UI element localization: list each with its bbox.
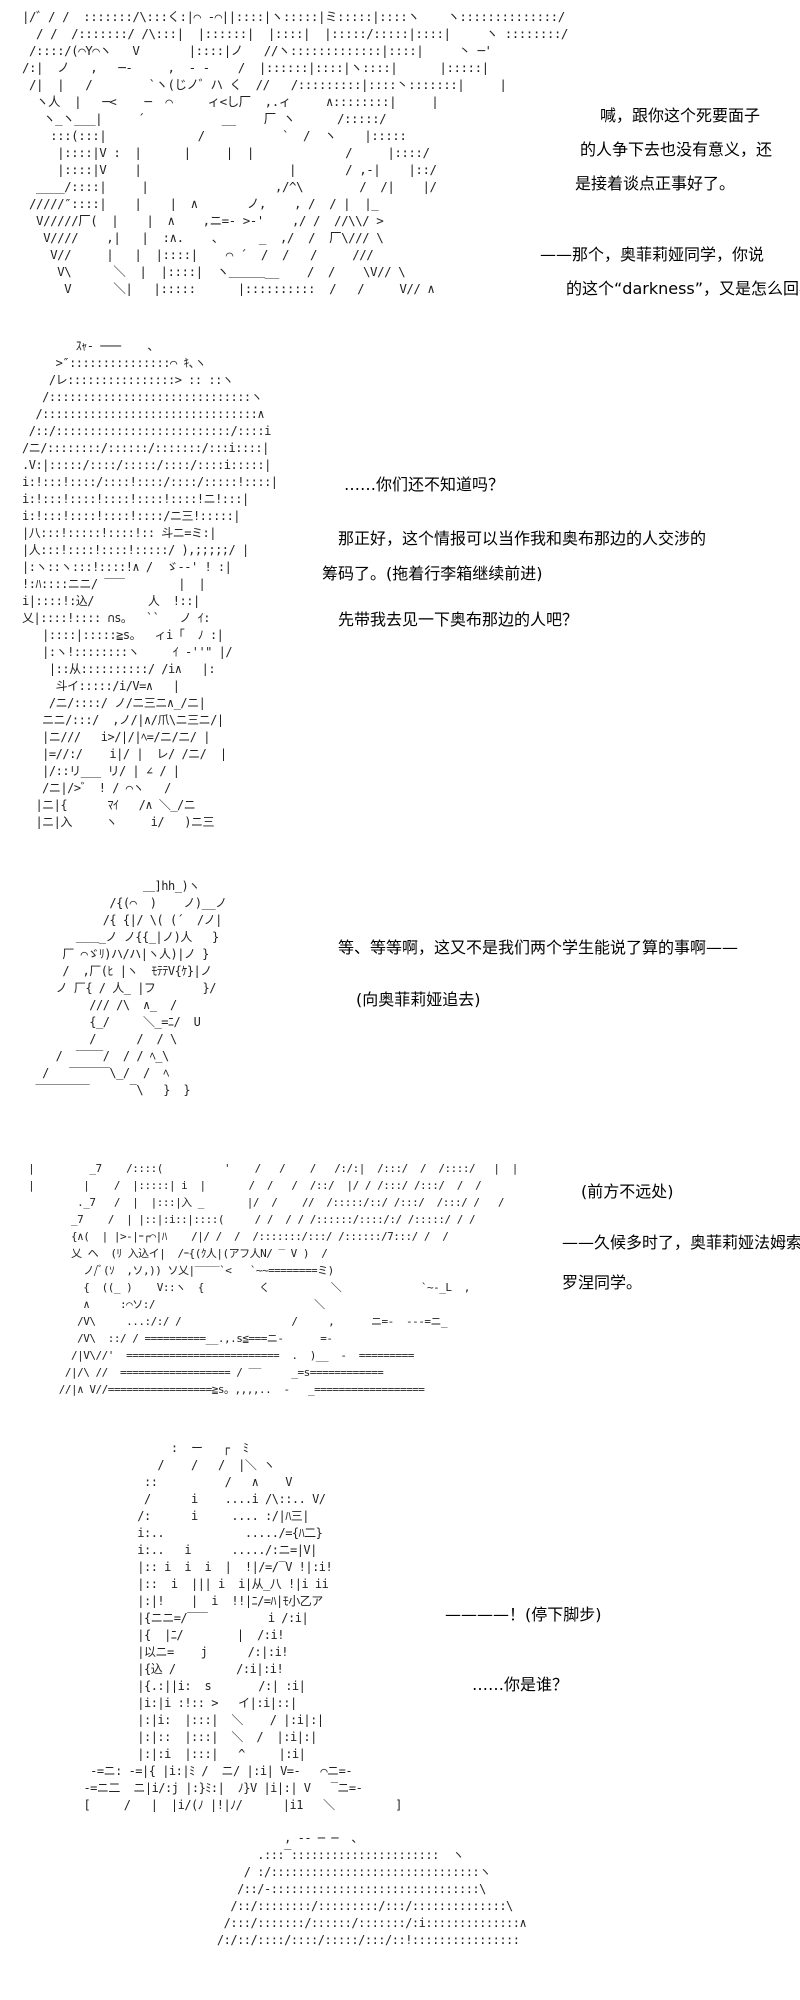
ascii-art-panel-5: : ー ┌ ﾐ / / / |＼ ヽ :: / ∧ V / i ....i /\… [83,1441,402,1812]
ascii-art-panel-1: |/゛/ / :::::::/\:::く:|⌒ ‐⌒||::::|ヽ:::::|… [22,9,568,296]
dialogue-line: ……你是谁？ [472,1675,569,1694]
dialogue-line: 先带我去见一下奥布那边的人吧？ [338,610,579,629]
dialogue-line: ——久候多时了，奥菲莉娅法姆索 [562,1233,800,1252]
dialogue-line: ——那个，奥菲莉娅同学，你说 [540,245,765,264]
ascii-art-panel-2: ｽｬ- ─── 、 >″:::::::::::::::⌒ ｷ､ヽ /レ:::::… [22,339,278,829]
ascii-art-panel-4: | _7 /::::( ' / / / /:/:| /:::/ / /::::/… [28,1162,518,1396]
dialogue-line: 那正好，这个情报可以当作我和奥布那边的人交涉的 [338,529,707,548]
dialogue-line: 罗涅同学。 [562,1273,643,1292]
ascii-art-panel-6: , -- ─ ─ 、 .:::‾:::::::::::::::::::::: ヽ… [216,1831,527,1947]
dialogue-line: 是接着谈点正事好了。 [575,174,736,193]
dialogue-line: ————！(停下脚步) [445,1605,602,1624]
dialogue-line: (前方不远处) [581,1182,674,1201]
ascii-art-panel-3: ＿]hh_)ヽ /{(⌒ ) ノ)__ノ /{ {|/ \( (´ /ノ| ＿＿… [35,879,227,1097]
dialogue-line: 的人争下去也没有意义，还 [580,140,773,159]
dialogue-line: 等、等等啊，这又不是我们两个学生能说了算的事啊—— [338,938,739,957]
dialogue-line: ……你们还不知道吗？ [344,475,505,494]
dialogue-line: 的这个“darkness”，又是怎么回事？ [566,279,800,298]
dialogue-line: 筹码了。(拖着行李箱继续前进) [322,564,543,583]
dialogue-line: (向奥菲莉娅追去) [356,990,481,1009]
dialogue-line: 喊，跟你这个死要面子 [600,106,761,125]
